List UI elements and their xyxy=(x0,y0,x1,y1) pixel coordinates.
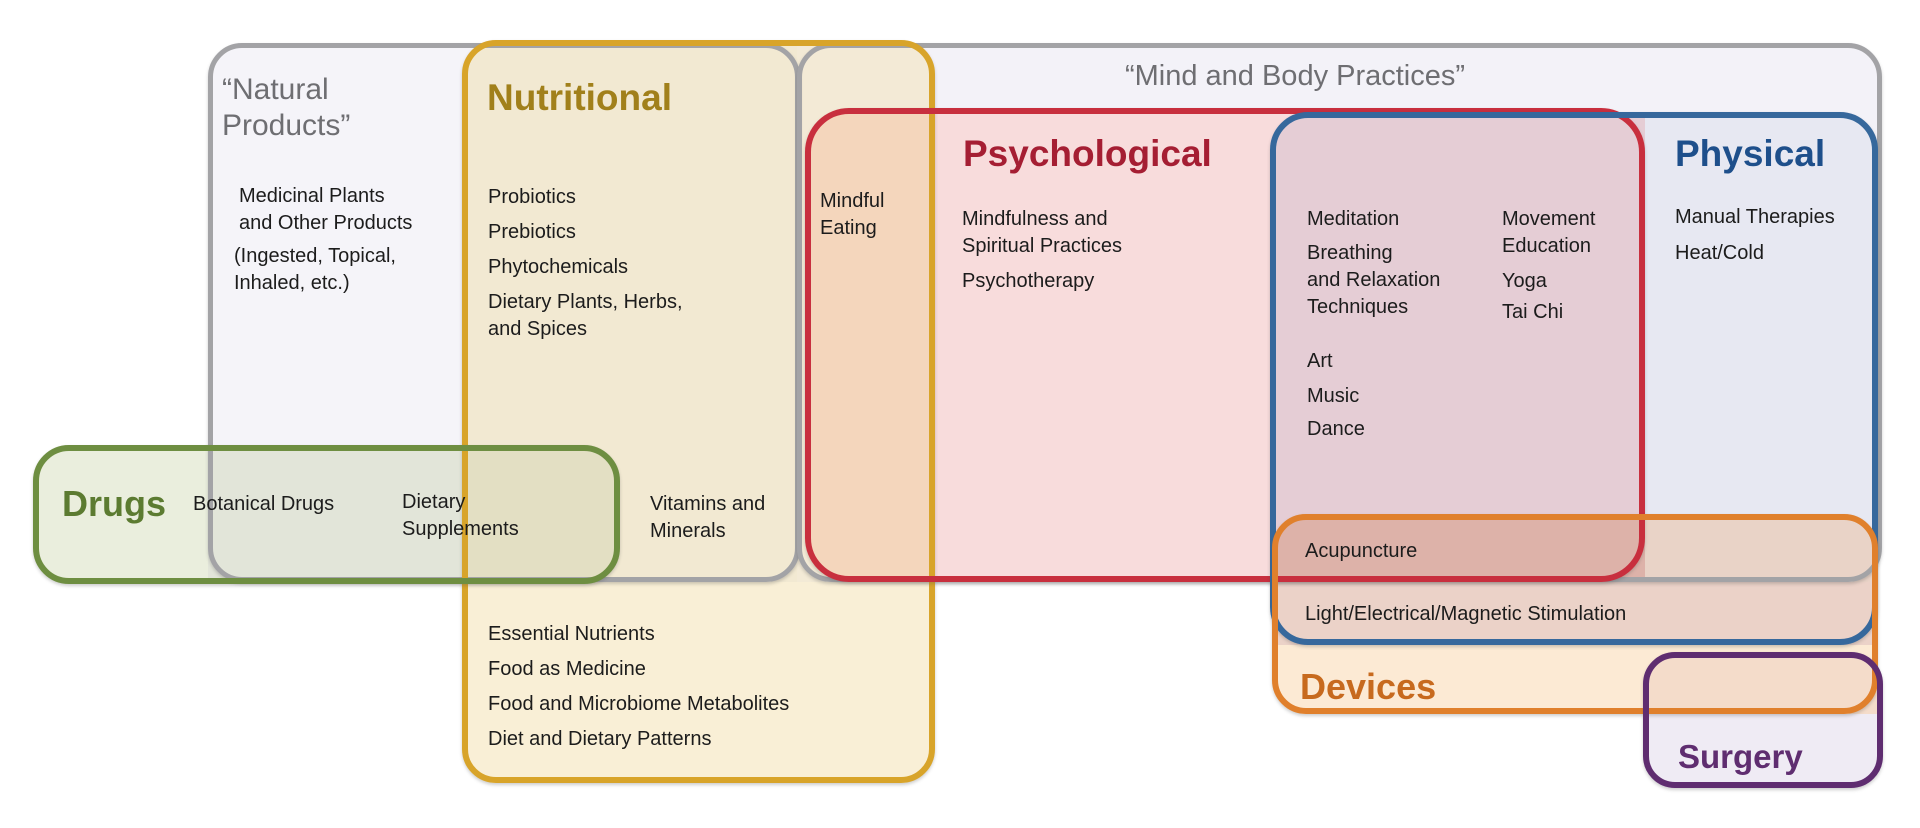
drugs-outline xyxy=(33,445,620,584)
mind-body-practice-item: Art xyxy=(1307,350,1333,372)
nutritional-bottom-item: Diet and Dietary Patterns xyxy=(488,728,712,750)
region-surgery-devices-overlap xyxy=(1643,652,1878,714)
region-acupuncture-overlap xyxy=(1272,514,1645,582)
natural-products-item: Medicinal Plants and Other Products xyxy=(239,185,413,234)
physical-outline xyxy=(1270,112,1878,645)
nutritional-item: Phytochemicals xyxy=(488,256,629,278)
mind-body-practice-item: Dance xyxy=(1307,418,1365,440)
mind-body-title: “Mind and Body Practices” xyxy=(1124,60,1466,92)
nutritional-item: Dietary Plants, Herbs, and Spices xyxy=(488,291,683,340)
region-mindful-eating-overlap xyxy=(805,108,933,582)
psychological-item: Mindfulness and Spiritual Practices xyxy=(962,208,1123,257)
region-psych-physical-overlap xyxy=(1270,112,1645,582)
mind-body-practice-item: Music xyxy=(1307,385,1360,407)
dietary-supplements-label: Dietary Supplements xyxy=(402,491,519,540)
nutritional-bottom-item: Food as Medicine xyxy=(488,658,646,680)
vitamins-minerals-label: Vitamins and Minerals xyxy=(650,493,766,542)
surgery-outline xyxy=(1643,652,1883,788)
physical-item: Manual Therapies xyxy=(1675,206,1835,228)
nutritional-bottom-item: Food and Microbiome Metabolites xyxy=(488,693,790,715)
natural-products-title: “Natural Products” xyxy=(222,73,351,142)
nutritional-item: Probiotics xyxy=(488,186,576,208)
mind-body-practice-item: Tai Chi xyxy=(1502,301,1564,323)
mind-body-practice-item: Yoga xyxy=(1502,270,1547,292)
nutritional-item: Prebiotics xyxy=(488,221,576,243)
physical-item: Heat/Cold xyxy=(1675,242,1764,264)
mind-body-practice-item: Breathing and Relaxation Techniques xyxy=(1307,242,1441,318)
psychological-item: Psychotherapy xyxy=(962,270,1095,292)
devices-title: Devices xyxy=(1300,666,1437,707)
surgery-title: Surgery xyxy=(1678,738,1803,775)
nutritional-title: Nutritional xyxy=(487,77,672,118)
mind-body-practice-item: Movement Education xyxy=(1502,208,1596,257)
psychological-outline xyxy=(805,108,1645,582)
region-devices-physical-overlap xyxy=(1272,582,1878,645)
botanical-drugs-label: Botanical Drugs xyxy=(193,493,335,515)
mindful-eating-label: Mindful Eating xyxy=(820,190,885,239)
light-electrical-magnetic-label: Light/Electrical/Magnetic Stimulation xyxy=(1305,603,1627,625)
devices-outline xyxy=(1272,514,1878,714)
physical-title: Physical xyxy=(1675,133,1826,174)
nutritional-bottom-item: Essential Nutrients xyxy=(488,623,655,645)
drugs-title: Drugs xyxy=(62,483,167,524)
psychological-title: Psychological xyxy=(963,133,1212,174)
natural-products-item: (Ingested, Topical, Inhaled, etc.) xyxy=(234,245,396,294)
acupuncture-label: Acupuncture xyxy=(1305,540,1418,562)
nutritional-outline xyxy=(462,40,935,783)
mind-body-practice-item: Meditation xyxy=(1307,208,1400,230)
